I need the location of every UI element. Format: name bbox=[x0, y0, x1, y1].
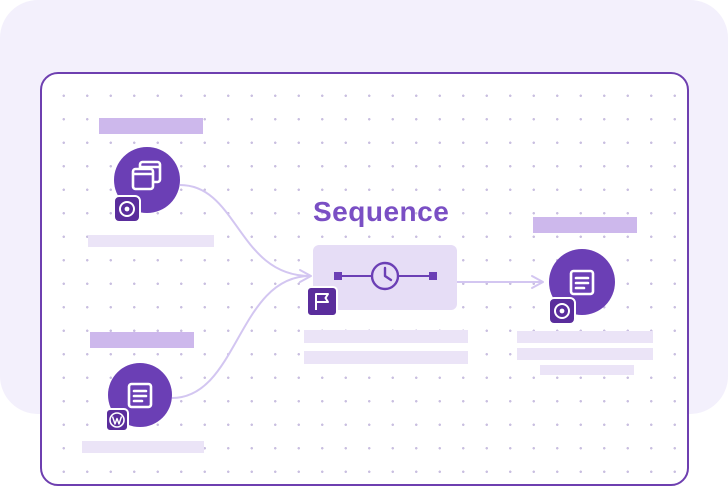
clock-icon bbox=[370, 261, 400, 291]
sequence-caption-placeholder-2 bbox=[304, 351, 468, 364]
source-bottom-label-placeholder bbox=[90, 332, 194, 348]
arrow-head-into-sequence bbox=[299, 269, 312, 283]
arrow-head-into-destination bbox=[531, 275, 544, 289]
source-bottom-caption-placeholder bbox=[82, 441, 204, 453]
destination-label-placeholder bbox=[533, 217, 637, 233]
connector-top-to-sequence bbox=[179, 184, 311, 277]
source-top-caption-placeholder bbox=[88, 235, 214, 247]
source-top-label-placeholder bbox=[99, 118, 203, 134]
sequence-title: Sequence bbox=[313, 196, 450, 227]
target-badge-icon bbox=[113, 195, 141, 223]
document-icon bbox=[127, 382, 153, 409]
destination-caption-placeholder-1 bbox=[517, 331, 653, 343]
sequence-caption-placeholder-1 bbox=[304, 330, 468, 343]
document-icon bbox=[569, 269, 595, 296]
connector-bottom-to-sequence bbox=[171, 275, 311, 399]
destination-caption-placeholder-2 bbox=[517, 348, 653, 360]
flag-badge-icon bbox=[306, 286, 338, 317]
target-badge-icon bbox=[548, 297, 576, 325]
windows-stack-icon bbox=[131, 160, 162, 191]
destination-caption-placeholder-3 bbox=[540, 365, 634, 375]
wordpress-badge-icon bbox=[105, 408, 129, 432]
